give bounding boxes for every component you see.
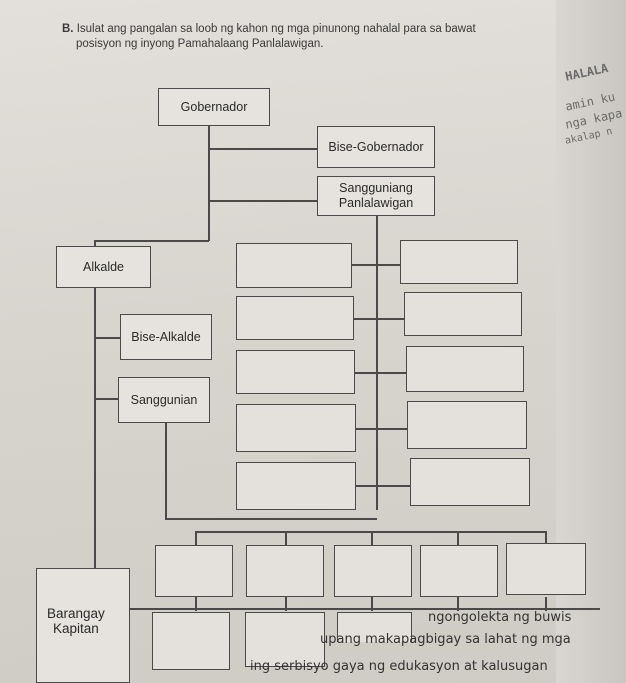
answer-box[interactable]: [245, 612, 325, 667]
connector: [545, 531, 547, 545]
answer-box[interactable]: [236, 243, 352, 288]
connector: [545, 597, 547, 611]
bottom-text-line-1: ngongolekta ng buwis: [428, 610, 572, 625]
bise-gobernador-box: Bise-Gobernador: [317, 126, 435, 168]
connector: [94, 240, 209, 242]
instructions: B. Isulat ang pangalan sa loob ng kahon …: [62, 22, 552, 52]
answer-box[interactable]: [410, 458, 530, 506]
bise-gobernador-label: Bise-Gobernador: [328, 139, 424, 154]
barangay-kapitan-box: Barangay Kapitan: [36, 568, 130, 683]
side-text-1: HALALA: [564, 60, 610, 84]
connector: [165, 422, 167, 519]
connector: [371, 597, 373, 611]
answer-box[interactable]: [152, 612, 230, 670]
barangay-label-line-1: Barangay: [47, 606, 105, 621]
answer-box[interactable]: [236, 296, 354, 340]
connector: [355, 372, 407, 374]
sangguniang-label-line-1: Sangguniang: [339, 181, 413, 195]
connector: [195, 531, 197, 545]
connector: [94, 398, 119, 400]
connector: [457, 531, 459, 545]
answer-box[interactable]: [236, 404, 356, 452]
answer-box[interactable]: [337, 612, 412, 642]
answer-box[interactable]: [407, 401, 527, 449]
answer-box[interactable]: [406, 346, 524, 392]
connector: [285, 531, 287, 545]
bottom-text-line-3: ing serbisyo gaya ng edukasyon at kalusu…: [250, 659, 548, 674]
connector: [457, 597, 459, 611]
sangguniang-label-line-2: Panlalawigan: [338, 196, 414, 210]
sanggunian-label: Sanggunian: [130, 392, 198, 407]
sangguniang-panlalawigan-box: Sangguniang Panlalawigan: [317, 176, 435, 216]
sanggunian-box: Sanggunian: [118, 377, 210, 423]
connector: [94, 240, 96, 248]
answer-box[interactable]: [236, 350, 355, 394]
connector: [352, 264, 402, 266]
connector: [208, 200, 318, 202]
alkalde-label: Alkalde: [83, 259, 124, 274]
connector: [352, 318, 406, 320]
connector: [371, 531, 373, 545]
answer-box[interactable]: [236, 462, 356, 510]
instruction-line-1: Isulat ang pangalan sa loob ng kahon ng …: [76, 23, 476, 35]
gobernador-label: Gobernador: [180, 99, 248, 114]
connector: [376, 215, 378, 510]
connector: [208, 124, 210, 241]
answer-box[interactable]: [246, 545, 324, 597]
connector: [208, 148, 318, 150]
answer-box[interactable]: [400, 240, 518, 284]
connector: [195, 597, 197, 611]
bise-alkalde-box: Bise-Alkalde: [120, 314, 212, 360]
instruction-label: B.: [62, 23, 74, 35]
answer-box[interactable]: [404, 292, 522, 336]
bise-alkalde-label: Bise-Alkalde: [131, 329, 201, 344]
connector: [94, 337, 122, 339]
connector: [130, 608, 600, 610]
instruction-line-2: posisyon ng inyong Pamahalaang Panlalawi…: [76, 38, 324, 50]
answer-box[interactable]: [155, 545, 233, 597]
connector: [94, 288, 96, 570]
alkalde-box: Alkalde: [56, 246, 151, 288]
answer-box[interactable]: [420, 545, 498, 597]
connector: [356, 485, 410, 487]
bottom-text-line-2: upang makapagbigay sa lahat ng mga: [320, 632, 571, 647]
connector: [165, 518, 377, 520]
answer-box[interactable]: [334, 545, 412, 597]
connector: [285, 597, 287, 611]
answer-box[interactable]: [506, 543, 586, 595]
gobernador-box: Gobernador: [158, 88, 270, 126]
connector: [356, 428, 408, 430]
barangay-label-line-2: Kapitan: [53, 621, 99, 636]
